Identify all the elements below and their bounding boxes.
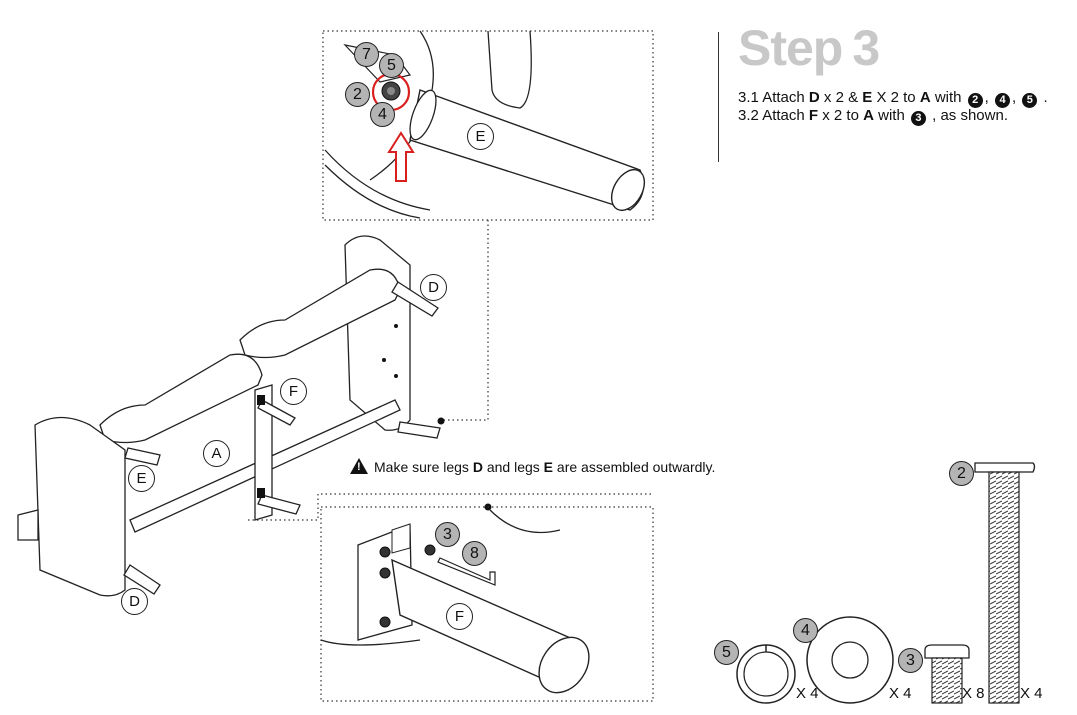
part-label-3: 3 <box>898 648 923 673</box>
label-f-detail: F <box>446 603 473 630</box>
part-ref: A <box>863 107 874 124</box>
callout-2-top: 2 <box>345 82 370 107</box>
label-d-bottom: D <box>121 588 148 615</box>
frame-screws <box>257 324 398 498</box>
part-label-4: 4 <box>793 618 818 643</box>
qty-part-2: X 4 <box>1020 685 1043 702</box>
warning-icon: ! <box>350 458 368 474</box>
part-ref: E <box>862 89 873 106</box>
part-ref: E <box>543 459 554 475</box>
label-a-frame: A <box>203 440 230 467</box>
instr-sep: , <box>1012 89 1017 106</box>
direction-arrow-icon <box>387 131 415 182</box>
instr-text: X 2 to <box>872 89 920 106</box>
leg-e-detail <box>409 89 646 211</box>
qty-part-5: X 4 <box>796 685 819 702</box>
part-ref: D <box>808 89 820 106</box>
part-ref: F <box>808 107 819 124</box>
qty-part-3: X 8 <box>962 685 985 702</box>
hardware-ref-icon: 3 <box>910 111 926 126</box>
part-flat-washer-4 <box>806 616 894 704</box>
step-word: Step <box>738 20 843 76</box>
hardware-ref-icon: 4 <box>995 93 1011 108</box>
label-e-top: E <box>467 123 494 150</box>
instr-end: . <box>1043 89 1048 106</box>
qty-part-4: X 4 <box>889 685 912 702</box>
instr-text: with <box>930 89 966 106</box>
label-f-frame: F <box>280 378 307 405</box>
part-washer-5 <box>736 644 796 704</box>
label-d-top: D <box>420 274 447 301</box>
hardware-ref-icon: 2 <box>967 93 983 108</box>
warning-text: Make sure legs <box>374 459 473 475</box>
instr-end: , as shown. <box>932 107 1008 124</box>
callout-8-detail: 8 <box>462 541 487 566</box>
warning-text: and legs <box>482 459 544 475</box>
hardware-ref-icon: 5 <box>1022 93 1038 108</box>
part-screw-3 <box>924 644 970 704</box>
part-bolt-2 <box>974 462 1036 704</box>
callout-4-top: 4 <box>370 102 395 127</box>
detail-box-bottom <box>320 506 654 702</box>
instr-sep: , <box>984 89 989 106</box>
instr-text: 3.1 Attach <box>738 89 809 106</box>
allen-key-icon <box>437 557 496 586</box>
divider-line <box>718 32 719 162</box>
instruction-3-2: 3.2 Attach F x 2 to A with 3 , as shown. <box>738 107 1008 126</box>
callout-3-detail: 3 <box>435 522 460 547</box>
warning-note: ! Make sure legs D and legs E are assembl… <box>350 458 715 475</box>
leg-f-detail <box>391 558 590 694</box>
detail-box-top <box>322 30 654 221</box>
instr-text: x 2 & <box>819 89 863 106</box>
warning-text: are assembled outwardly. <box>553 459 716 475</box>
main-frame-drawing <box>17 235 441 597</box>
label-e-frame: E <box>128 465 155 492</box>
instruction-3-1: 3.1 Attach D x 2 & E X 2 to A with 2, 4,… <box>738 89 1048 108</box>
instr-text: x 2 to <box>818 107 864 124</box>
part-label-2: 2 <box>949 461 974 486</box>
step-number: 3 <box>852 20 880 76</box>
part-ref: A <box>919 89 931 106</box>
part-ref: D <box>472 459 483 475</box>
instr-text: 3.2 Attach <box>738 107 809 124</box>
part-label-5: 5 <box>714 640 739 665</box>
callout-5-top: 5 <box>379 53 404 78</box>
callout-7: 7 <box>354 42 379 67</box>
instr-text: with <box>873 107 909 124</box>
